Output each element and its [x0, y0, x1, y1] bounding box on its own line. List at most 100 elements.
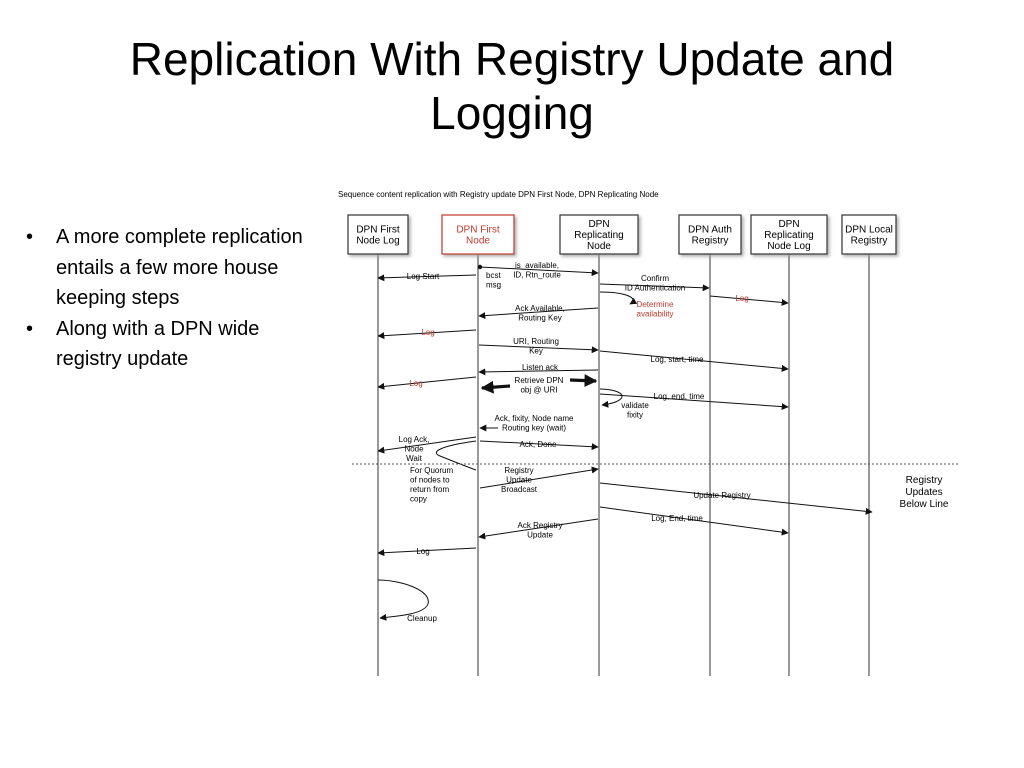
side-note-line: Updates: [905, 487, 942, 498]
side-note-line: Below Line: [900, 499, 949, 510]
actor-label: DPN: [588, 219, 609, 230]
actor-box: [841, 214, 897, 255]
message-label: Retrieve DPN: [515, 376, 564, 385]
lifelines: [377, 254, 870, 676]
message-label: copy: [410, 495, 427, 504]
bullet-dot: •: [26, 226, 34, 248]
actor-label: Node Log: [356, 236, 399, 247]
message-label: fixity: [627, 411, 643, 420]
actor-box: [559, 214, 639, 255]
message-label: ID, Rtn_route: [513, 271, 561, 280]
message-label: Log, start, time: [651, 355, 704, 364]
actor-box: [678, 214, 742, 255]
actor-label: DPN First: [356, 225, 400, 236]
bullet-dot: •: [26, 317, 34, 340]
actor-label: Node Log: [767, 241, 810, 252]
message-label: Confirm: [641, 274, 669, 283]
message-label: Update Registry: [693, 491, 750, 500]
message-label: Log: [735, 294, 748, 303]
message-label: Wait: [406, 454, 422, 463]
self-message-arrow: [377, 579, 429, 621]
self-message-arrow: [599, 291, 638, 305]
message-arrow: [478, 518, 599, 540]
side-note-line: Registry: [906, 475, 943, 486]
message-arrow: [478, 307, 599, 320]
message-arrow: [479, 266, 599, 277]
actor-box: [441, 214, 515, 255]
message-arrow: [599, 482, 873, 515]
message-label: ID Authentication: [625, 284, 685, 293]
bullet-text: A more complete replication entails a fe…: [56, 226, 303, 309]
message-arrow: [377, 547, 477, 557]
message-label: return from: [410, 485, 449, 494]
message-label: Routing key (wait): [502, 424, 566, 433]
actor-label: Registry: [692, 236, 729, 247]
actor-box: [347, 214, 409, 255]
self-message-arrow: [599, 388, 623, 408]
message-arrow: [599, 393, 789, 411]
message-label: Cleanup: [407, 614, 437, 623]
message-label: Log, End, time: [651, 514, 703, 523]
message-label: Determine: [637, 300, 674, 309]
message-arrow: [377, 274, 477, 282]
message-arrow: [478, 344, 599, 354]
message-label: Update: [506, 476, 532, 485]
message-label: Log: [409, 379, 422, 388]
message-label: Key: [529, 347, 543, 356]
message-label: Registry: [504, 466, 533, 475]
message-label: Ack Available,: [515, 304, 565, 313]
message-label: bcst: [486, 271, 501, 280]
bullet-list: • A more complete replication entails a f…: [22, 222, 322, 375]
message-arrow: [478, 368, 599, 376]
message-arrow: [599, 283, 710, 292]
actor-label: DPN First: [456, 225, 500, 236]
actor-box: [750, 214, 828, 255]
actor-label: Replicating: [574, 230, 623, 241]
message-label: is_available,: [515, 261, 559, 270]
message-label: of nodes to: [410, 476, 450, 485]
actor-label: Replicating: [764, 230, 813, 241]
message-label: Ack, fixity, Node name: [495, 414, 575, 423]
message-label: availability: [637, 310, 674, 319]
message-label: validate: [621, 401, 649, 410]
message-label: URI, Routing: [513, 337, 559, 346]
message-arrow: [480, 380, 511, 394]
actor-label: Registry: [851, 236, 888, 247]
message-arrow: [377, 436, 477, 454]
message-label: Log, end, time: [654, 392, 705, 401]
message-arrow: [479, 440, 599, 451]
message-label: Log: [416, 547, 429, 556]
message-label: Broadcast: [501, 485, 538, 494]
slide-title: Replication With Registry Update and Log…: [0, 32, 1024, 140]
message-label: msg: [486, 281, 501, 290]
message-label: obj @ URI: [520, 386, 557, 395]
actor-label: DPN Auth: [688, 225, 732, 236]
message-label: For Quorum: [410, 466, 453, 475]
self-message-arrow: [435, 440, 477, 471]
message-label: Routing Key: [518, 314, 562, 323]
bullet-text: Along with a DPN wide registry update: [56, 317, 260, 371]
message-label: Listen ack: [522, 363, 559, 372]
actor-label: Node: [466, 236, 490, 247]
message-label: Log Ack,: [399, 435, 430, 444]
message-label: Log Start: [407, 272, 440, 281]
message-label: Ack, Done: [520, 440, 557, 449]
actor-label: DPN: [778, 219, 799, 230]
diagram-caption: Sequence content replication with Regist…: [338, 190, 659, 199]
message-arrow: [709, 295, 789, 306]
message-arrow: [479, 466, 599, 489]
message-label: Node: [404, 445, 424, 454]
message-arrow: [599, 350, 789, 372]
message-label: Ack Registry: [518, 521, 563, 530]
message-arrow: [377, 376, 477, 390]
message-label: Log: [421, 328, 434, 337]
actor-label: Node: [587, 241, 611, 252]
slide-title-line-2: Logging: [430, 87, 594, 139]
actor-label: DPN Local: [845, 225, 893, 236]
bullet-item: • Along with a DPN wide registry update: [22, 314, 322, 375]
message-arrow: [377, 329, 477, 340]
message-arrow: [599, 506, 789, 536]
